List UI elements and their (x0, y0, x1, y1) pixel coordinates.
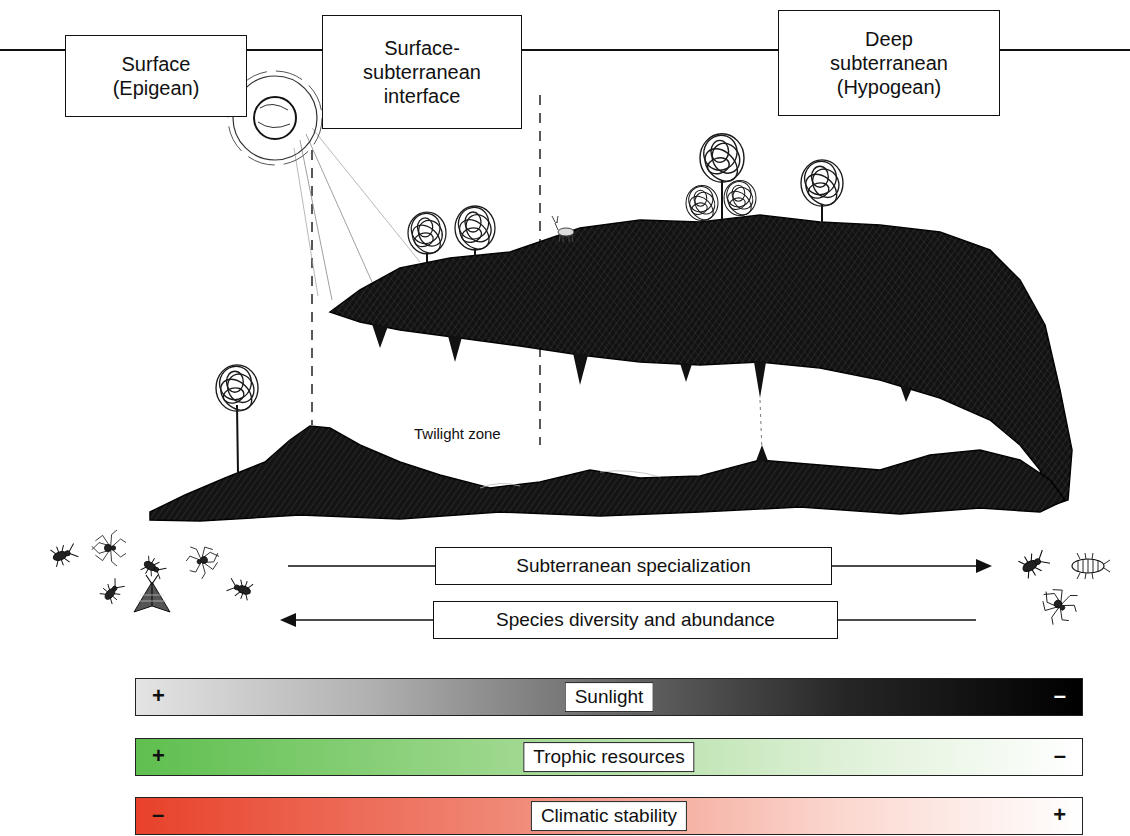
moth-stripes (138, 595, 166, 601)
isopod-segments (1077, 553, 1110, 579)
tree-trunk (237, 405, 238, 474)
sun-ray (312, 128, 420, 262)
spider (182, 539, 224, 582)
zone-annotation: Twilight zone (414, 425, 501, 442)
stalactite (372, 324, 388, 348)
deer-antlers (552, 216, 558, 222)
bar-label: Trophic resources (523, 742, 694, 772)
rock-hatching (150, 426, 1065, 521)
zone-label: Surface- subterranean interface (348, 36, 496, 108)
sun-ray (306, 134, 372, 282)
gradient-bar: + Trophic resources – (135, 738, 1083, 776)
tree-canopy (454, 203, 496, 255)
gradient-label-box: Subterranean specialization (435, 547, 832, 585)
tree-canopy (699, 131, 745, 188)
zone-label: Surface (Epigean) (96, 52, 216, 100)
sun-shading (258, 104, 290, 127)
tree-canopy (407, 209, 447, 258)
insect (140, 555, 168, 581)
gradient-bar: + Sunlight – (135, 678, 1083, 716)
zone-box: Surface (Epigean) (65, 35, 247, 117)
bar-label: Climatic stability (531, 801, 687, 831)
scale-sign: – (1054, 683, 1066, 709)
zone-label: Deep subterranean (Hypogean) (815, 27, 963, 99)
tree-canopy (800, 157, 844, 211)
scale-sign: – (152, 802, 164, 828)
cave-fauna (1018, 547, 1110, 631)
tree-trunk (821, 205, 823, 223)
deer-body (558, 228, 574, 236)
rock-floor (150, 426, 1065, 521)
trees (215, 131, 844, 474)
zone-box: Surface- subterranean interface (322, 15, 522, 129)
tree-canopy (685, 183, 719, 224)
deer (552, 216, 574, 242)
arrowhead (280, 613, 296, 627)
scale-sign: + (1053, 802, 1066, 828)
cave-spider (1033, 578, 1085, 630)
tree-canopy (215, 362, 259, 416)
gradient-label: Subterranean specialization (450, 554, 817, 578)
insect (99, 576, 127, 604)
insect (50, 541, 79, 568)
insect (226, 576, 254, 602)
floor-texture (480, 471, 660, 488)
stalactite (754, 362, 766, 398)
stalactite (680, 363, 692, 382)
zone-box: Deep subterranean (Hypogean) (778, 10, 1000, 116)
gradient-bar: – Climatic stability + (135, 797, 1083, 835)
gradient-label-box: Species diversity and abundance (433, 601, 838, 639)
deer-legs (555, 222, 573, 242)
stalactites (372, 324, 912, 402)
tree-trunk (721, 180, 723, 220)
stalactite (573, 353, 588, 385)
sun-disc (254, 97, 296, 139)
surface-fauna (50, 530, 253, 612)
scale-sign: + (152, 743, 165, 769)
bar-label: Sunlight (565, 682, 654, 712)
scale-sign: + (152, 683, 165, 709)
sun-ray (300, 140, 332, 300)
stalactite (448, 336, 462, 362)
sun-disc (254, 97, 296, 139)
tree-canopy (723, 178, 757, 219)
sun-ray (294, 148, 318, 296)
cave-beetle (1018, 547, 1052, 579)
stalagmite (756, 445, 768, 461)
scale-sign: – (1054, 743, 1066, 769)
drip-column (760, 400, 762, 452)
arrowhead (976, 559, 992, 573)
zone-divider (311, 150, 313, 425)
gradient-label: Species diversity and abundance (448, 608, 823, 632)
spider (92, 530, 126, 566)
stalactite (900, 385, 912, 402)
